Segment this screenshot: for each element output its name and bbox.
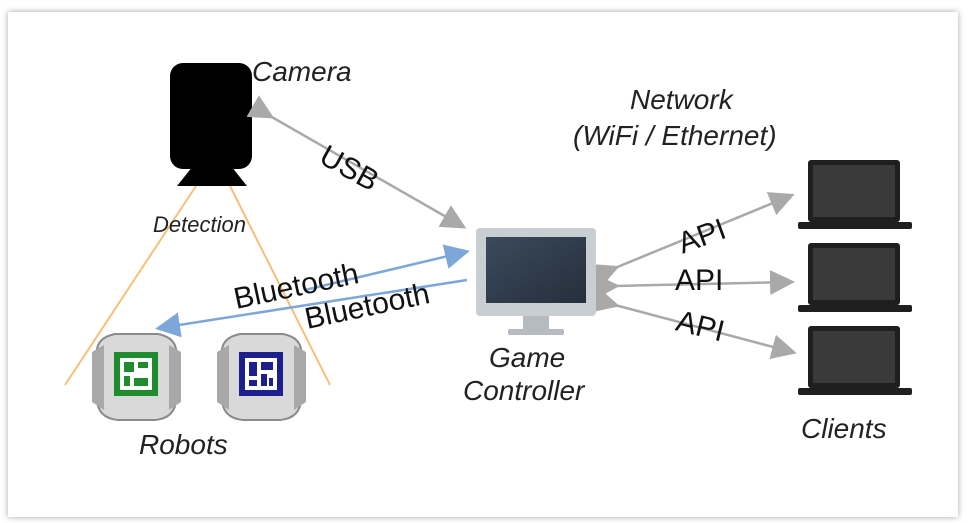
api-label-2: API bbox=[675, 264, 724, 297]
laptop-icon-bottom bbox=[798, 326, 912, 395]
laptop-icon-top bbox=[798, 160, 912, 229]
api-arrow-bottom bbox=[592, 287, 797, 359]
robot-icon-blue bbox=[217, 333, 306, 421]
api-arrow-top bbox=[591, 192, 795, 288]
network-label-line1: Network bbox=[630, 84, 733, 115]
game-controller-label-line2: Controller bbox=[463, 375, 585, 406]
monitor-icon bbox=[476, 228, 596, 335]
clients-label: Clients bbox=[801, 413, 887, 444]
camera-label: Camera bbox=[252, 56, 352, 87]
usb-arrow bbox=[246, 95, 467, 229]
camera-icon bbox=[170, 63, 252, 186]
laptop-icon-middle bbox=[798, 243, 912, 312]
robots-label: Robots bbox=[139, 429, 228, 460]
network-label-line2: (WiFi / Ethernet) bbox=[573, 120, 777, 151]
detection-label: Detection bbox=[153, 212, 246, 237]
api-arrow-middle bbox=[594, 269, 795, 299]
bluetooth-arrow-to-robots bbox=[155, 278, 468, 338]
game-controller-label-line1: Game bbox=[489, 342, 566, 373]
robot-icon-green bbox=[92, 333, 181, 421]
bluetooth-arrow-to-controller bbox=[304, 244, 470, 292]
